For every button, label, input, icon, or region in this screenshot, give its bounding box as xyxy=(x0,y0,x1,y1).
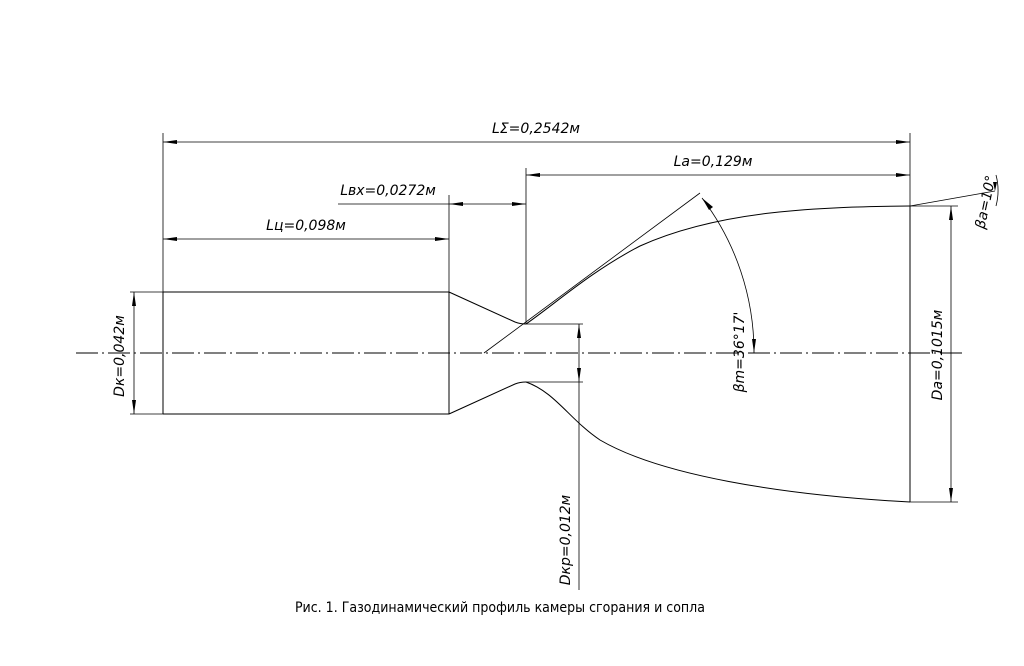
dimension-nozzle-length: La=0,129м xyxy=(526,154,910,177)
inlet-length-label: Lвх=0,0272м xyxy=(340,183,436,199)
chamber-length-label: Lц=0,098м xyxy=(266,218,346,234)
dimension-chamber-length: Lц=0,098м xyxy=(163,218,449,241)
throat-diameter-label: Dкр=0,012м xyxy=(558,494,574,585)
dimension-throat-diameter: Dкр=0,012м xyxy=(558,324,581,585)
exit-diameter-label: Da=0,1015м xyxy=(930,309,946,400)
angle-exit: βa=10° xyxy=(972,174,999,231)
chamber-contour xyxy=(162,291,450,415)
dimension-exit-diameter: Da=0,1015м xyxy=(930,206,953,502)
chamber-diameter-label: Dк=0,042м xyxy=(112,315,128,397)
dimension-total-length: LΣ=0,2542м xyxy=(163,121,910,144)
total-length-label: LΣ=0,2542м xyxy=(492,121,580,137)
dimension-chamber-diameter: Dк=0,042м xyxy=(112,292,136,414)
nozzle-contour xyxy=(525,205,911,503)
dimension-inlet-length: Lвх=0,0272м xyxy=(338,183,526,206)
figure-caption: Рис. 1. Газодинамический профиль камеры … xyxy=(294,600,705,616)
initial-angle-label: βm=36°17' xyxy=(732,312,748,394)
converging-section xyxy=(448,291,527,415)
extension-lines xyxy=(130,133,958,590)
exit-angle-label: βa=10° xyxy=(972,174,999,231)
tangent-construction xyxy=(483,190,996,354)
nozzle-length-label: La=0,129м xyxy=(674,154,753,170)
angle-initial: βm=36°17' xyxy=(701,197,756,394)
